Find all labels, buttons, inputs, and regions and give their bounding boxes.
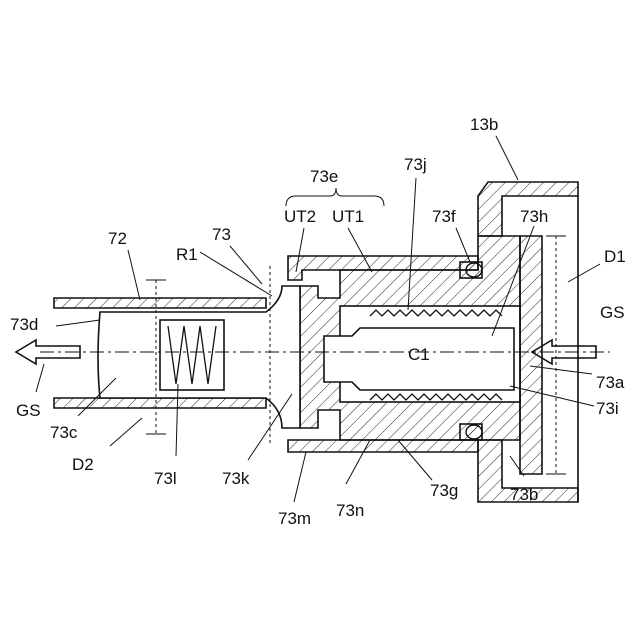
label-d2: D2	[72, 455, 94, 474]
label-gs-right: GS	[600, 303, 625, 322]
label-73h: 73h	[520, 207, 548, 226]
label-73m: 73m	[278, 509, 311, 528]
label-ut1: UT1	[332, 207, 364, 226]
label-73i: 73i	[596, 399, 619, 418]
flange-73b	[520, 236, 542, 474]
label-73k: 73k	[222, 469, 250, 488]
label-73l: 73l	[154, 469, 177, 488]
tube-72-top	[54, 298, 266, 308]
tube-72-bottom	[54, 398, 266, 408]
label-73n: 73n	[336, 501, 364, 520]
label-73a: 73a	[596, 373, 625, 392]
label-gs-left: GS	[16, 401, 41, 420]
bracket-73e	[286, 188, 384, 206]
label-73d: 73d	[10, 315, 38, 334]
label-72: 72	[108, 229, 127, 248]
label-73j: 73j	[404, 155, 427, 174]
label-73c: 73c	[50, 423, 78, 442]
label-r1: R1	[176, 245, 198, 264]
label-73f: 73f	[432, 207, 456, 226]
sleeve-73m-bottom	[288, 440, 478, 452]
label-73: 73	[212, 225, 231, 244]
label-73b: 73b	[510, 485, 538, 504]
label-c1: C1	[408, 345, 430, 364]
label-73e: 73e	[310, 167, 338, 186]
label-73g: 73g	[430, 481, 458, 500]
oring-top	[466, 263, 482, 277]
label-ut2: UT2	[284, 207, 316, 226]
label-d1: D1	[604, 247, 626, 266]
oring-bottom	[466, 425, 482, 439]
label-13b-top: 13b	[470, 115, 498, 134]
